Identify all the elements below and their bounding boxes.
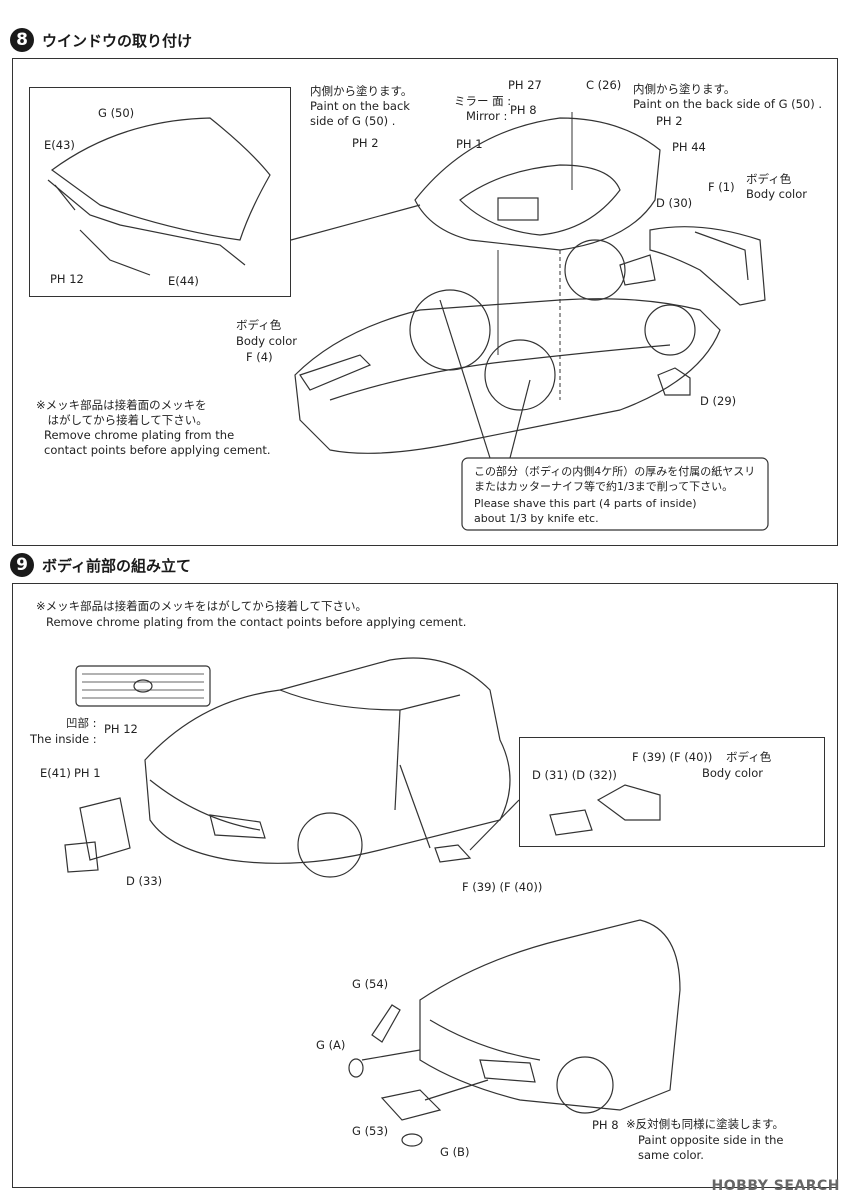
label-d33: D (33) [126,874,163,888]
inside-label-en: The inside : [30,732,97,746]
label-ph1: PH 1 [456,137,483,151]
label-ph44: PH 44 [672,140,706,154]
label-c26: C (26) [586,78,622,92]
car-body-upper [144,657,511,864]
step8-header: 8 ウインドウの取り付け [10,28,192,52]
inside-paint2-en: Paint on the back side of G (50) . [633,97,823,111]
step9-frame [12,583,838,1188]
body-color-jp-2: ボディ色 [236,318,282,332]
label-ph2-left: PH 2 [352,136,379,150]
step9-header: 9 ボディ前部の組み立て [10,553,191,577]
inside-paint-en: Paint on the back side of G (50) . [310,99,410,128]
label-g50: G (50) [98,106,135,120]
opposite-en: Paint opposite side in the same color. [638,1133,784,1162]
label-ph2-right: PH 2 [656,114,683,128]
label-e43: E(43) [44,138,75,152]
body-color-en-9: Body color [702,766,764,780]
inside-label-jp: 凹部 : [66,716,97,730]
grille-part [75,665,211,707]
label-f39-top: F (39) (F (40)) [632,750,713,764]
label-d30: D (30) [656,196,693,210]
body-color-en-1: Body color [746,187,808,201]
watermark-logo: HOBBY SEARCH [711,1178,840,1194]
label-d31: D (31) (D (32)) [532,768,617,782]
step8-inset-frame [29,87,291,297]
label-ph8-9: PH 8 [592,1118,619,1132]
inside-paint2-jp: 内側から塗ります。 [633,82,736,96]
label-ph8: PH 8 [510,103,537,117]
step8-frame [12,58,838,546]
inset-windshield [50,117,271,241]
step8-number: 8 [10,28,34,52]
label-ph1-9: PH 1 [74,766,101,780]
mirror-face-jp: ミラー 面 : [454,94,512,108]
opposite-jp: ※反対側も同様に塗装します。 [626,1117,784,1131]
label-e41: E(41) [40,766,71,780]
window-glass-part [414,117,661,251]
body-shell [294,298,721,454]
step9-note-jp: ※メッキ部品は接着面のメッキをはがしてから接着して下さい。 [36,599,367,613]
shave-callout-box [461,457,769,531]
rear-bumper-part [649,226,766,306]
label-ga: G (A) [316,1038,346,1052]
car-body-lower [419,919,681,1111]
inside-paint-jp: 内側から塗ります。 [310,84,413,98]
step9-mirror-inset [519,737,825,847]
label-d29: D (29) [700,394,737,408]
label-ph12: PH 12 [50,272,84,286]
step8-note-jp: ※メッキ部品は接着面のメッキを はがしてから接着して下さい。 [36,398,208,427]
label-f4: F (4) [246,350,273,364]
label-ph27: PH 27 [508,78,542,92]
shave-note-en: Please shave this part (4 parts of insid… [474,497,697,525]
label-gb: G (B) [440,1145,470,1159]
body-color-jp-1: ボディ色 [746,172,792,186]
body-color-en-2: Body color [236,334,298,348]
label-f39-bottom: F (39) (F (40)) [462,880,543,894]
shave-note-jp: この部分（ボディの内側4ケ所）の厚みを付属の紙ヤスリ またはカッターナイフ等で約… [474,465,756,493]
step9-note-en: Remove chrome plating from the contact p… [46,615,467,629]
label-g53: G (53) [352,1124,389,1138]
step9-number: 9 [10,553,34,577]
label-f1: F (1) [708,180,735,194]
label-e44: E(44) [168,274,199,288]
step8-title: ウインドウの取り付け [42,31,193,50]
label-ph12-9: PH 12 [104,722,138,736]
step9-title: ボディ前部の組み立て [42,556,191,575]
label-g54: G (54) [352,977,389,991]
body-color-jp-9: ボディ色 [726,750,772,764]
mirror-face-en: Mirror : [466,109,508,123]
step8-note-en: Remove chrome plating from the contact p… [44,428,271,457]
